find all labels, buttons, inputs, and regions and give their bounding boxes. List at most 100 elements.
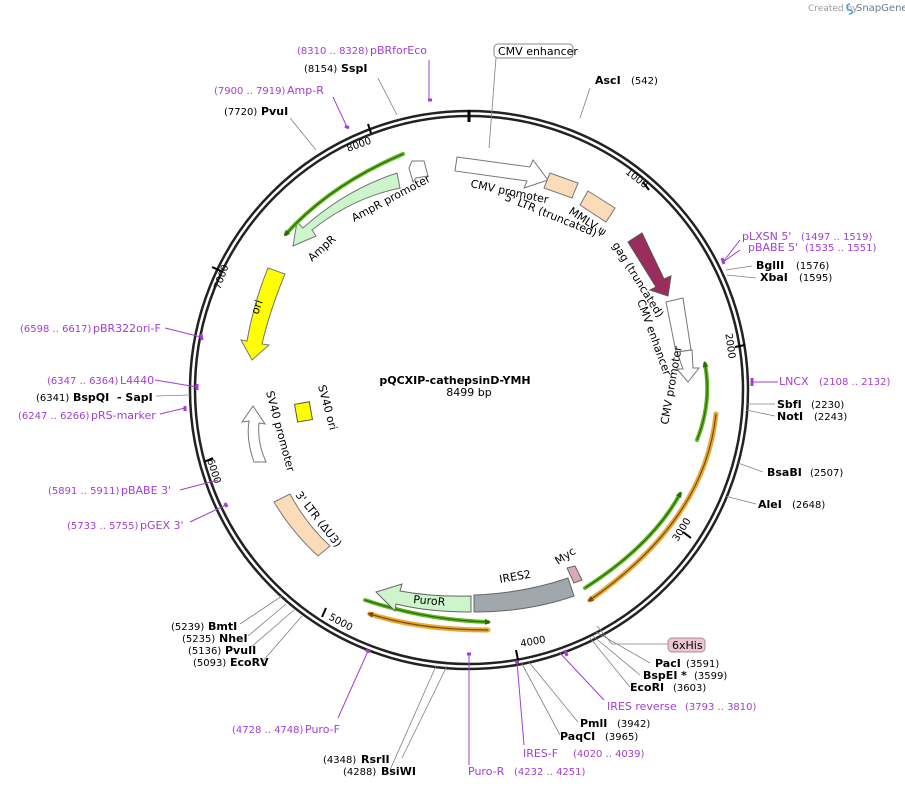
enzyme-pos-xbai: (1595): [799, 273, 832, 284]
feature-cmv-promoter-arrow: [454, 156, 549, 189]
enzyme-name-sapi: - SapI: [117, 391, 153, 404]
enzyme-name-bspqi: BspQI: [73, 391, 109, 404]
primer-name-iresf: IRES-F: [523, 747, 558, 760]
labels-bottom-left: (4348) RsrII (4288) BsiWI (4728 .. 4748)…: [171, 620, 416, 778]
enzyme-pos-paci: (3591): [686, 659, 719, 670]
orf-green-arc-2: [583, 492, 682, 590]
enzyme-pos-ecorv: (5093): [193, 658, 226, 669]
enzyme-name-sspi: SspI: [341, 62, 367, 75]
enzyme-name-bmti: BmtI: [208, 620, 237, 633]
enzyme-name-paqci: PaqCI: [560, 730, 595, 743]
enzyme-name-ecorv: EcoRV: [230, 656, 269, 669]
label-puror: PuroR: [413, 593, 446, 609]
enzyme-pos-bsiwi: (4288): [343, 767, 376, 778]
brand-name: SnapGene: [856, 3, 905, 14]
enzyme-star-bspei: *: [681, 669, 687, 682]
primer-range-prsmarker: (6247 .. 6266): [18, 411, 90, 422]
enzyme-name-noti: NotI: [777, 410, 803, 423]
feature-sv40-promoter-arrow: [240, 405, 267, 463]
primer-name-pbabe5: pBABE 5': [748, 241, 798, 254]
primer-range-pbabe5: (1535 .. 1551): [805, 243, 877, 254]
primer-name-purof: Puro-F: [305, 723, 340, 736]
enzyme-pos-bmti: (5239): [171, 622, 204, 633]
feature-ires2: [473, 577, 575, 613]
primer-range-puror: (4232 .. 4251): [514, 767, 586, 778]
enzyme-pos-rsrii: (4348): [323, 755, 356, 766]
label-6xhis: 6xHis: [672, 639, 703, 652]
feature-myc: [566, 565, 583, 584]
primer-range-ampr: (7900 .. 7919): [214, 86, 286, 97]
label-ori: ori: [249, 298, 266, 316]
brand-created-by: Created by: [808, 4, 858, 14]
primer-name-pbr322ori: pBR322ori-F: [93, 322, 161, 335]
primer-range-pbrforeco: (8310 .. 8328): [297, 46, 369, 57]
enzyme-name-pvui-top: PvuI: [261, 105, 288, 118]
enzyme-name-pvuii: PvuII: [225, 644, 256, 657]
enzyme-pos-ecori: (3603): [673, 683, 706, 694]
feature-3ltr: [273, 493, 331, 557]
tick-label-1000: 1000: [623, 167, 650, 191]
features: [240, 152, 719, 633]
primer-range-purof: (4728 .. 4748): [232, 725, 304, 736]
enzyme-pos-sspi: (8154): [304, 64, 337, 75]
tick-label-4000: 4000: [520, 635, 547, 650]
primer-name-plxsn5: pLXSN 5': [742, 230, 791, 243]
primer-name-puror: Puro-R: [468, 765, 505, 778]
enzyme-pos-pmli: (3942): [617, 719, 650, 730]
primer-range-iresf: (4020 .. 4039): [573, 749, 645, 760]
label-ires2: IRES2: [498, 568, 532, 586]
feature-ampr-promoter: [408, 160, 429, 184]
enzyme-name-rsrii: RsrII: [361, 753, 390, 766]
primer-name-lncx: LNCX: [779, 375, 809, 388]
enzyme-name-alei: AleI: [758, 498, 782, 511]
tick-label-2000: 2000: [722, 333, 736, 360]
primer-range-pbabe3: (5891 .. 5911): [48, 486, 120, 497]
primer-range-pbr322ori: (6598 .. 6617): [20, 324, 92, 335]
enzyme-pos-noti: (2243): [814, 412, 847, 423]
tick-mark-8000: [367, 123, 372, 134]
primer-name-pbrforeco: pBRforEco: [370, 44, 427, 57]
feature-gag: [627, 232, 672, 297]
tick-mark-4000: [515, 649, 519, 661]
enzyme-name-paci: PacI: [655, 657, 681, 670]
tick-mark-1000: [642, 181, 650, 191]
enzyme-pos-pvui-top: (7720): [224, 107, 257, 118]
tick-label-5000: 5000: [327, 612, 355, 634]
feature-mmlv-psi: [579, 190, 616, 223]
feature-ori-arrow: [240, 267, 286, 361]
leader-lines: [154, 57, 778, 771]
cmv-enhancer-box: [493, 43, 574, 59]
primer-name-l4440: L4440: [120, 374, 154, 387]
labels-top: (8310 .. 8328) pBRforEco (8154) SspI (79…: [214, 44, 658, 118]
feature-5ltr: [543, 172, 579, 199]
enzyme-name-xbai: XbaI: [760, 271, 788, 284]
tick-mark-6000: [203, 457, 214, 463]
enzyme-name-sbfi: SbfI: [777, 398, 802, 411]
enzyme-pos-pvuii: (5136): [188, 646, 221, 657]
snapgene-logo-icon: [846, 3, 853, 15]
feature-sv40-ori: [293, 401, 314, 423]
primer-mark-pbr322ori: [199, 333, 204, 341]
enzyme-name-bsiwi: BsiWI: [381, 765, 416, 778]
enzyme-name-ecori: EcoRI: [630, 681, 664, 694]
plasmid-length: 8499 bp: [446, 386, 491, 399]
label-cmv-enhancer-top: CMV enhancer: [498, 45, 578, 58]
tick-mark-3000: [682, 531, 692, 539]
primer-name-iresrev: IRES reverse: [607, 700, 677, 713]
tick-mark-7000: [211, 266, 222, 272]
primer-range-l4440: (6347 .. 6364): [47, 376, 119, 387]
enzyme-pos-asci: (542): [631, 76, 658, 87]
feature-ampr-arrow: [292, 172, 401, 247]
enzyme-pos-bspqi: (6341): [36, 393, 69, 404]
labels-right: pLXSN 5' (1497 .. 1519) pBABE 5' (1535 .…: [742, 230, 891, 511]
enzyme-pos-bsabi: (2507): [810, 468, 843, 479]
enzyme-name-nhei: NheI: [219, 632, 248, 645]
enzyme-pos-bglii: (1576): [796, 261, 829, 272]
plasmid-name: pQCXIP-cathepsinD-YMH: [379, 374, 530, 387]
primer-name-prsmarker: pRS-marker: [91, 409, 156, 422]
primer-name-ampr: Amp-R: [287, 84, 324, 97]
enzyme-name-asci: AscI: [595, 74, 621, 87]
snapgene-brand: Created by SnapGene: [808, 3, 905, 15]
enzyme-pos-alei: (2648): [792, 500, 825, 511]
primer-range-iresrev: (3793 .. 3810): [685, 702, 757, 713]
